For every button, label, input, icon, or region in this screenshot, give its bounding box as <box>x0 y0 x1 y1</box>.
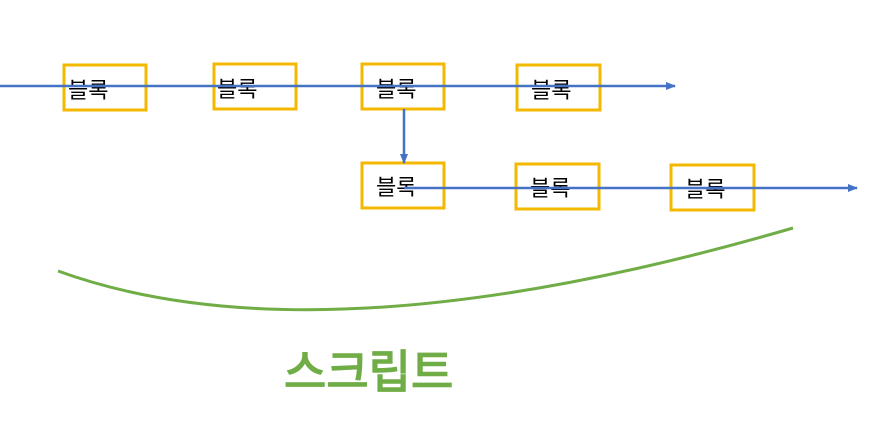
main-block-4-label: 블록 <box>531 79 571 104</box>
main-block-1: 블록 <box>62 63 148 112</box>
main-chain: 블록 블록 블록 블록 <box>62 62 602 112</box>
script-label: 스크립트 <box>284 345 453 399</box>
fork-block-2: 블록 <box>514 162 601 211</box>
fork-block-2-label: 블록 <box>530 177 570 202</box>
script-bracket-curve <box>57 226 794 312</box>
fork-block-1: 블록 <box>360 161 446 210</box>
main-block-3-label: 블록 <box>376 78 416 103</box>
main-block-2-label: 블록 <box>217 78 257 103</box>
fork-chain: 블록 블록 블록 <box>360 161 756 212</box>
main-block-4: 블록 <box>515 63 602 112</box>
main-block-1-label: 블록 <box>68 79 108 104</box>
fork-block-3-label: 블록 <box>685 178 725 203</box>
